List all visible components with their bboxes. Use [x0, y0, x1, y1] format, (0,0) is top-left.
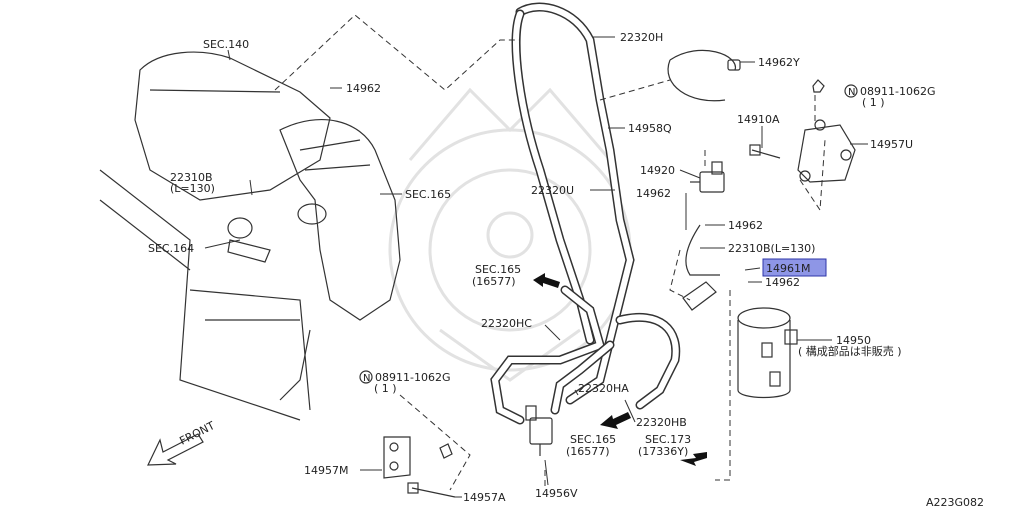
hose-lower	[490, 285, 681, 425]
direction-arrow-icon	[680, 452, 707, 466]
drawing-code: A223G082	[926, 496, 984, 509]
label-08911-bottom-qty: ( 1 )	[374, 382, 397, 395]
label-sec140[interactable]: SEC.140	[203, 38, 249, 51]
label-sec165-low-ref: (16577)	[566, 445, 610, 458]
nut-symbol-top: N	[848, 87, 855, 98]
label-14957M[interactable]: 14957M	[304, 464, 348, 477]
highlight-box-14961M	[762, 258, 827, 277]
label-08911-bottom[interactable]: 08911-1062G	[375, 371, 450, 384]
label-front: FRONT	[177, 419, 217, 448]
label-sec165-top[interactable]: SEC.165	[405, 188, 451, 201]
label-14962-d[interactable]: 14962	[765, 276, 800, 289]
label-14961M[interactable]: 14961M	[766, 262, 810, 275]
label-14962Y[interactable]: 14962Y	[758, 56, 800, 69]
label-sec165-mid[interactable]: SEC.165	[475, 263, 521, 276]
label-14958Q[interactable]: 14958Q	[628, 122, 672, 135]
label-22320U[interactable]: 22320U	[531, 184, 574, 197]
leader-lines	[204, 36, 868, 498]
label-14920[interactable]: 14920	[640, 164, 675, 177]
valve-14956V	[525, 405, 553, 456]
clamp-14962Y-end	[727, 59, 741, 71]
label-14956V[interactable]: 14956V	[535, 487, 578, 500]
label-22320HA[interactable]: 22320HA	[578, 382, 629, 395]
direction-arrow-icon	[533, 273, 560, 288]
label-14950-note: ( 構成部品は非販売 )	[798, 344, 902, 358]
intake-duct	[227, 119, 401, 321]
label-14962-b[interactable]: 14962	[636, 187, 671, 200]
nut-symbol-bottom: N	[363, 373, 370, 384]
label-22320HB[interactable]: 22320HB	[636, 416, 687, 429]
part-labels: SEC.140 14962 22320H 14962Y 08911-1062G …	[148, 31, 984, 509]
dashed-leaders	[274, 14, 826, 491]
direction-arrow-icon	[600, 412, 631, 429]
label-14957A[interactable]: 14957A	[463, 491, 506, 504]
engine-block	[99, 51, 331, 421]
connector-14961M	[682, 281, 717, 311]
canister-14950	[737, 307, 798, 399]
bracket-14957U	[749, 79, 856, 183]
label-22310B-right[interactable]: 22310B(L=130)	[728, 242, 815, 255]
label-14962-a[interactable]: 14962	[346, 82, 381, 95]
label-14950[interactable]: 14950	[836, 334, 871, 347]
watermark-emblem	[388, 87, 632, 382]
label-sec164[interactable]: SEC.164	[148, 242, 194, 255]
label-08911-top[interactable]: 08911-1062G	[860, 85, 935, 98]
bracket-14957M	[383, 436, 456, 498]
label-sec165-mid-ref: (16577)	[472, 275, 516, 288]
clamp-14962Y	[667, 49, 736, 102]
label-14962-c[interactable]: 14962	[728, 219, 763, 232]
tube-22310B-right	[685, 224, 720, 276]
label-sec173-ref: (17336Y)	[638, 445, 688, 458]
label-08911-top-qty: ( 1 )	[862, 96, 885, 109]
front-arrow-icon	[147, 433, 204, 466]
label-14957U[interactable]: 14957U	[870, 138, 913, 151]
hose-main	[511, 2, 635, 405]
label-14910A[interactable]: 14910A	[737, 113, 780, 126]
label-22310B-left[interactable]: 22310B	[170, 171, 213, 184]
valve-14920	[690, 161, 725, 193]
label-sec165-low[interactable]: SEC.165	[570, 433, 616, 446]
label-sec173[interactable]: SEC.173	[645, 433, 691, 446]
nut-symbol-icon	[844, 84, 858, 98]
label-22320HC[interactable]: 22320HC	[481, 317, 532, 330]
direction-arrows	[147, 273, 707, 466]
nut-symbol-icon	[359, 370, 373, 384]
label-22310B-left-len: (L=130)	[170, 182, 215, 195]
label-22320H[interactable]: 22320H	[620, 31, 663, 44]
